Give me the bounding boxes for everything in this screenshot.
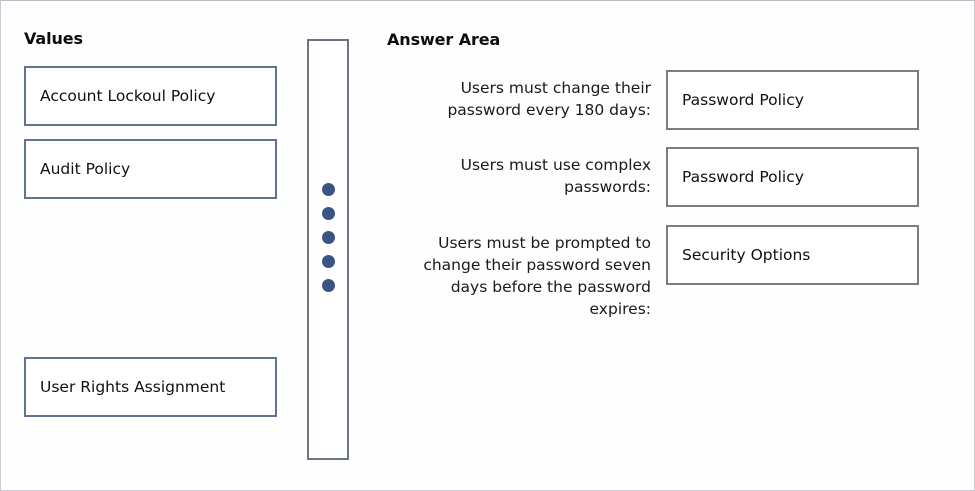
answer-row: Users must use complex passwords: Passwo… [387, 147, 934, 207]
answer-drop-target-2[interactable]: Password Policy [666, 147, 919, 207]
answer-drop-target-3[interactable]: Security Options [666, 225, 919, 285]
value-tile-audit-policy[interactable]: Audit Policy [24, 139, 277, 199]
value-tile-label: User Rights Assignment [40, 377, 226, 396]
values-panel-heading: Values [24, 29, 83, 48]
scroll-dot-icon [321, 255, 335, 268]
value-tile-label: Audit Policy [40, 159, 131, 178]
scrollbar-column[interactable] [307, 39, 349, 460]
answer-prompt-label: Users must change their password every 1… [447, 79, 651, 119]
answer-row: Users must change their password every 1… [387, 70, 934, 130]
answer-value-label: Password Policy [682, 90, 804, 109]
value-tile-label: Account Lockoul Policy [40, 86, 216, 105]
answer-value-label: Security Options [682, 245, 811, 264]
scroll-dots-group [309, 183, 347, 292]
answer-value-label: Password Policy [682, 167, 804, 186]
answer-drop-target-1[interactable]: Password Policy [666, 70, 919, 130]
value-tile-user-rights-assignment[interactable]: User Rights Assignment [24, 357, 277, 417]
answer-prompt-label: Users must be prompted to change their p… [423, 234, 651, 318]
scroll-dot-icon [321, 231, 335, 244]
answer-area-heading: Answer Area [387, 30, 501, 49]
scroll-dot-icon [321, 279, 335, 292]
value-tile-account-lockout-policy[interactable]: Account Lockoul Policy [24, 66, 277, 126]
scroll-dot-icon [321, 183, 335, 196]
scroll-dot-icon [321, 207, 335, 220]
answer-row: Users must be prompted to change their p… [387, 225, 934, 320]
answer-prompt-label: Users must use complex passwords: [460, 156, 651, 196]
